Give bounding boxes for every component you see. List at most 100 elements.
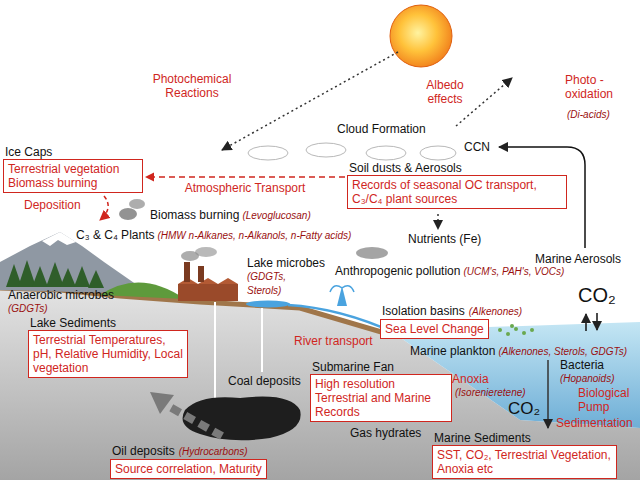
connector-label: Atmospheric Transport [185, 181, 306, 195]
albedo-arrow [456, 78, 512, 126]
plankton-dot [514, 327, 518, 331]
compound-label: (GDGTs, Sterols) [247, 270, 297, 298]
component-label: Coal deposits [228, 374, 301, 388]
box-text: Terrestrial Temperatures, pH, Relative H… [33, 333, 183, 375]
borehole [214, 302, 216, 398]
compound-label: (HMW n-Alkanes, n-Alkanols, n-Fatty acid… [157, 229, 351, 243]
process-label: Albedo effects [420, 78, 470, 106]
record-box: Marine SedimentsSST, CO₂, Terrestrial Ve… [432, 431, 617, 479]
box-heading: Oil deposits (Hydrocarbons) [110, 444, 267, 459]
heading-text: Marine Sediments [434, 431, 531, 445]
heading-text: Ice Caps [5, 145, 52, 159]
record-box: Oil deposits (Hydrocarbons) Source correla… [110, 444, 267, 479]
tree [74, 266, 90, 287]
chimney [184, 262, 190, 282]
deposition-arrow [100, 196, 108, 220]
arrow-head [145, 173, 154, 182]
component-label: Gas hydrates [350, 426, 421, 440]
plankton-dot [522, 331, 526, 335]
record-box: Isolation basins(Alkenones) Sea Level Cha… [380, 304, 522, 339]
box-heading: Soil dusts & Aerosols [347, 161, 567, 175]
smoke [195, 247, 217, 257]
record-box: Ice CapsTerrestrial vegetation Biomass b… [3, 145, 143, 193]
box-text: Source correlation, Maturity [115, 462, 262, 476]
process-label: Photo -oxidation [565, 73, 627, 101]
trees [6, 260, 104, 288]
process-label: Deposition [24, 198, 81, 212]
box-body: Terrestrial Temperatures, pH, Relative H… [28, 330, 188, 378]
box-heading: Lake Sediments [28, 316, 188, 330]
component-label: Anaerobic microbes [8, 288, 114, 302]
component-label: CO₂ [508, 400, 540, 419]
oil-reservoir [183, 397, 301, 441]
nutrient-arrow [437, 214, 439, 229]
transport-arrow [145, 173, 345, 182]
compound-label: (UCM's, PAH's, VOCs) [463, 265, 564, 279]
plankton-dot [506, 332, 510, 336]
cloud [306, 143, 346, 157]
burial-arrow [168, 406, 222, 436]
box-heading: Submarine Fan [310, 360, 452, 374]
snow-cap [42, 232, 76, 246]
biomass-smoke [129, 199, 145, 209]
component-label: Cloud Formation [337, 122, 426, 136]
heading-text: Isolation basins [382, 304, 465, 318]
box-text: SST, CO₂, Terrestrial Vegetation, Anoxia… [437, 448, 612, 476]
component-label: Lake microbes [247, 256, 325, 270]
component-label: Nutrients (Fe) [408, 232, 481, 246]
plankton-dot [530, 328, 534, 332]
plankton-dot [498, 328, 502, 332]
box-body: SST, CO₂, Terrestrial Vegetation, Anoxia… [432, 445, 617, 479]
box-text: Records of seasonal OC transport, C₃/C₄ … [352, 178, 562, 206]
compound-label: (Di-acids) [567, 108, 610, 122]
compound-label: (Isorenieretene) [455, 386, 526, 400]
sun [390, 5, 452, 67]
fountain [337, 286, 347, 306]
record-box: Soil dusts & AerosolsRecords of seasonal… [347, 161, 567, 209]
clouds [248, 143, 456, 160]
component-label: Bacteria [560, 358, 604, 372]
box-body: High resolution Terrestrial and Marine R… [310, 374, 452, 422]
biomass-smoke [119, 208, 137, 220]
heading-text: Soil dusts & Aerosols [349, 161, 462, 175]
factory-building [178, 284, 238, 301]
component-label: Biomass burning [150, 208, 239, 222]
tree [18, 260, 36, 287]
box-text: High resolution Terrestrial and Marine R… [315, 377, 447, 419]
process-label: Anoxia [452, 372, 489, 386]
compound-text: (Hydrocarbons) [179, 446, 248, 457]
box-text: Terrestrial vegetation Biomass burning [8, 162, 138, 190]
fountain-spray [330, 286, 354, 292]
box-heading: Isolation basins(Alkenones) [380, 304, 522, 319]
box-body: Terrestrial vegetation Biomass burning [3, 159, 143, 193]
lake [246, 301, 290, 308]
process-label: Sedimentation [556, 416, 633, 430]
tree [88, 270, 104, 288]
compound-label: (Levoglucosan) [242, 209, 310, 223]
co2-release-arrow [596, 313, 598, 330]
river [288, 305, 395, 333]
chimney [198, 266, 204, 282]
box-body: Source correlation, Maturity [110, 459, 267, 479]
cloud [366, 146, 406, 160]
box-body: Records of seasonal OC transport, C₃/C₄ … [347, 175, 567, 209]
heading-text: Oil deposits [112, 444, 175, 458]
compound-label: (GDGTs) [8, 302, 48, 316]
heading-text: Lake Sediments [30, 316, 116, 330]
box-text: Sea Level Change [385, 322, 484, 336]
heading-text: Submarine Fan [312, 360, 394, 374]
tree [32, 266, 48, 287]
box-body: Sea Level Change [380, 319, 489, 339]
plankton-dot [510, 324, 514, 328]
sedimentation-arrow [547, 360, 549, 428]
process-label: Biological Pump [578, 386, 636, 414]
component-label: C₃ & C₄ Plants [76, 228, 154, 242]
tree [46, 262, 64, 287]
compound-label: (Hopanoids) [560, 372, 614, 386]
component-label: Anthropogenic pollution [335, 264, 460, 278]
tree [60, 268, 76, 287]
co2-uptake-arrow [585, 314, 587, 331]
component-label: CCN [464, 140, 490, 154]
component-label: Marine Aerosols [535, 252, 621, 266]
pollution-cloud [356, 247, 388, 259]
